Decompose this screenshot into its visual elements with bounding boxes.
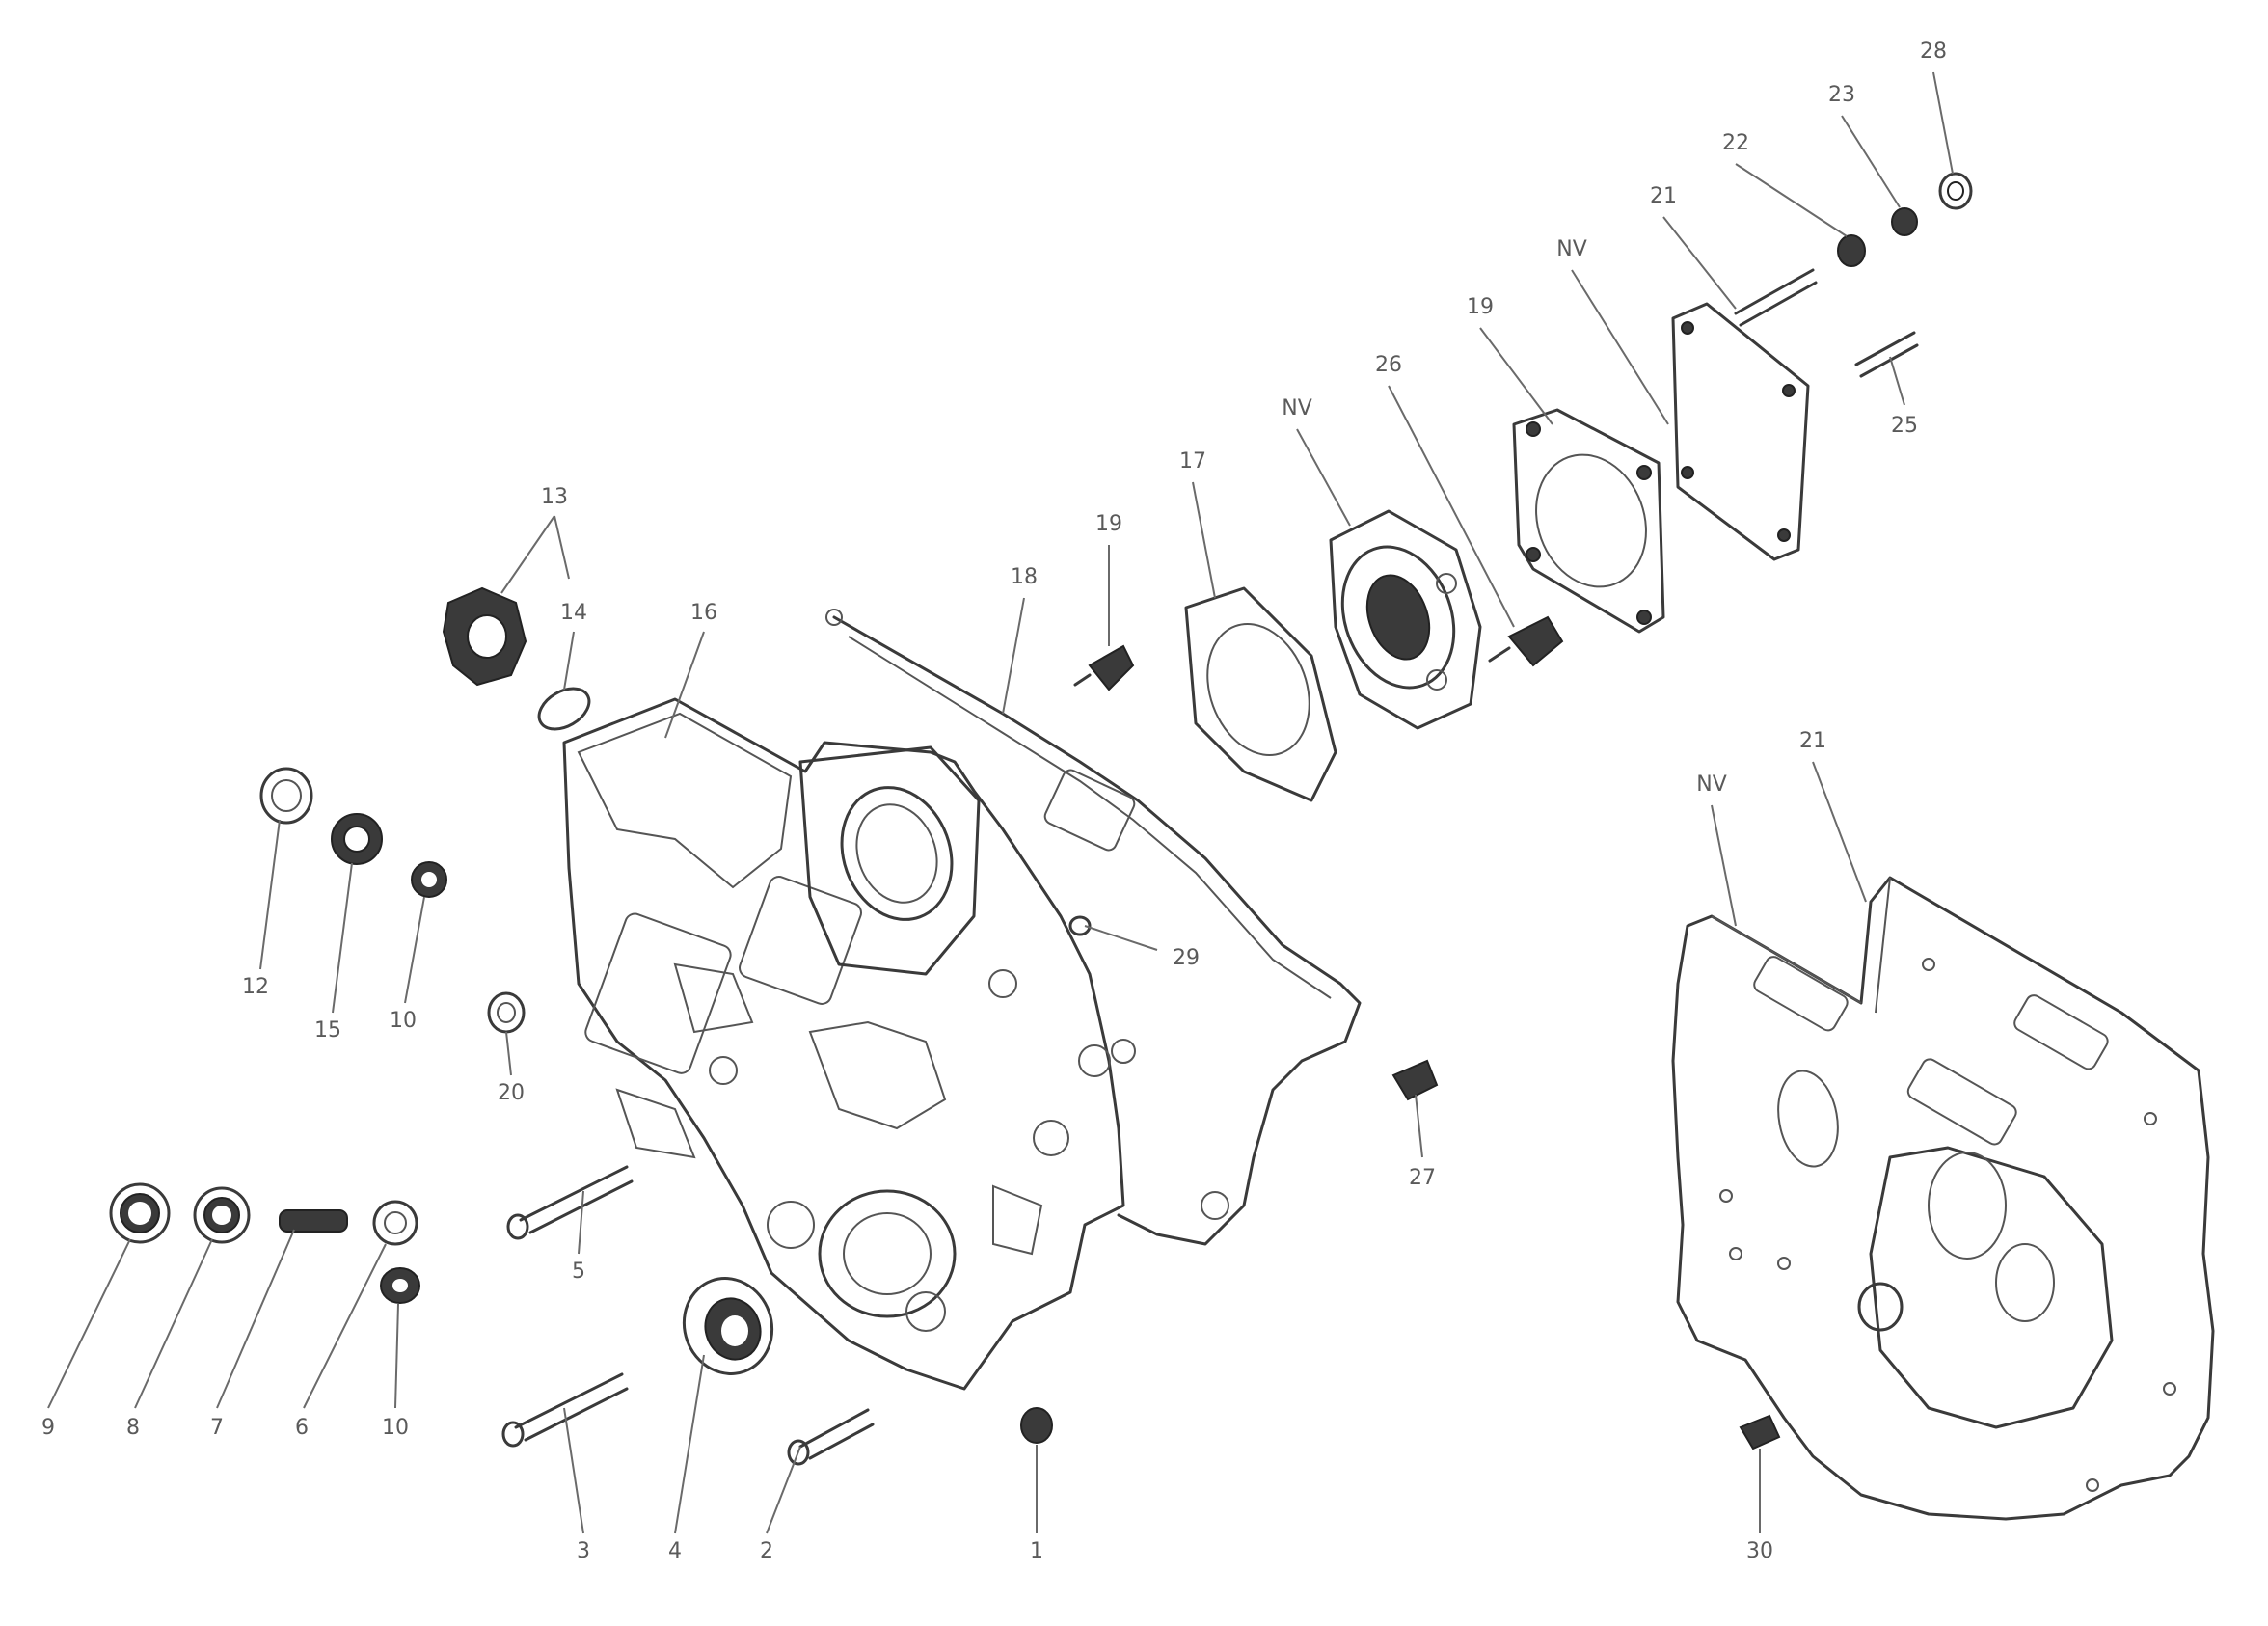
callout-10-upper: 10 (390, 1009, 417, 1033)
callout-6: 6 (295, 1416, 309, 1440)
part-20-plug-left (487, 991, 526, 1034)
part-2-bolt (787, 1408, 875, 1466)
callout-20-left: 20 (498, 1081, 525, 1105)
part-17-gasket (1184, 586, 1337, 802)
callout-20-upper: 19 (1095, 512, 1122, 536)
part-9-seal (109, 1182, 171, 1244)
callout-5: 5 (572, 1260, 585, 1284)
cover-nv-round (1329, 509, 1482, 730)
main-timing-housing (562, 697, 1125, 1391)
part-6-washer (372, 1200, 418, 1246)
cover-nv-plate (1671, 302, 1810, 561)
part-14-o-ring (537, 687, 591, 731)
callout-19: 19 (1467, 295, 1494, 319)
callout-10-lower: 10 (382, 1416, 409, 1440)
callout-17: 17 (1179, 449, 1206, 474)
callout-26: 26 (1375, 353, 1402, 377)
leader-lines (47, 71, 1954, 1534)
callout-8: 8 (126, 1416, 140, 1440)
part-10-cap-lower (380, 1267, 420, 1304)
callout-15: 15 (314, 1018, 341, 1043)
callout-nv-plate: NV (1556, 237, 1587, 261)
callout-27: 27 (1409, 1166, 1436, 1190)
callout-28: 28 (1920, 40, 1947, 64)
part-12-seal (259, 767, 313, 825)
part-27-fitting (1391, 1059, 1439, 1101)
callout-16: 16 (690, 601, 717, 625)
part-13-sender (442, 586, 527, 687)
part-20-screw (1073, 644, 1135, 691)
callout-18: 18 (1011, 565, 1038, 589)
part-5-bolt (506, 1165, 634, 1240)
callout-labels: 13 14 16 12 15 10 20 9 8 7 6 10 5 3 4 2 … (41, 40, 1947, 1563)
callout-2: 2 (760, 1539, 773, 1563)
part-10-cap-upper (411, 861, 447, 898)
callout-9: 9 (41, 1416, 55, 1440)
part-21-stud (1734, 268, 1818, 327)
part-4-seal (682, 1277, 774, 1375)
part-15-seal (331, 813, 383, 865)
callout-12: 12 (242, 975, 269, 999)
callout-7: 7 (210, 1416, 224, 1440)
callout-21-right: 21 (1799, 729, 1826, 753)
part-3-bolt (501, 1372, 629, 1448)
callout-1: 1 (1030, 1539, 1043, 1563)
callout-3: 3 (577, 1539, 590, 1563)
part-23-nut (1891, 207, 1918, 236)
callout-22: 22 (1722, 131, 1749, 155)
part-26-bolt (1488, 615, 1564, 667)
part-8-seal (193, 1186, 251, 1244)
part-25-stud (1854, 331, 1919, 378)
gasket-18 (825, 609, 1362, 1246)
part-28-washer (1938, 172, 1973, 210)
part-1-nut (1020, 1407, 1053, 1444)
part-22-washer (1837, 234, 1866, 267)
callout-nv-round: NV (1282, 396, 1312, 420)
callout-21-upper: 21 (1650, 184, 1677, 208)
part-30-plug (1739, 1414, 1781, 1450)
right-housing-assembly (1671, 876, 2215, 1521)
callout-25: 25 (1891, 414, 1918, 438)
part-19-gasket-plate (1512, 408, 1665, 634)
callout-4: 4 (668, 1539, 682, 1563)
callout-13: 13 (541, 485, 568, 509)
part-29-plug (1068, 915, 1092, 936)
callout-14: 14 (560, 601, 587, 625)
part-7-spacer (279, 1209, 348, 1233)
callout-23: 23 (1828, 83, 1855, 107)
callout-29: 29 (1173, 946, 1200, 970)
callout-30: 30 (1746, 1539, 1773, 1563)
callout-nv-right: NV (1696, 772, 1727, 797)
